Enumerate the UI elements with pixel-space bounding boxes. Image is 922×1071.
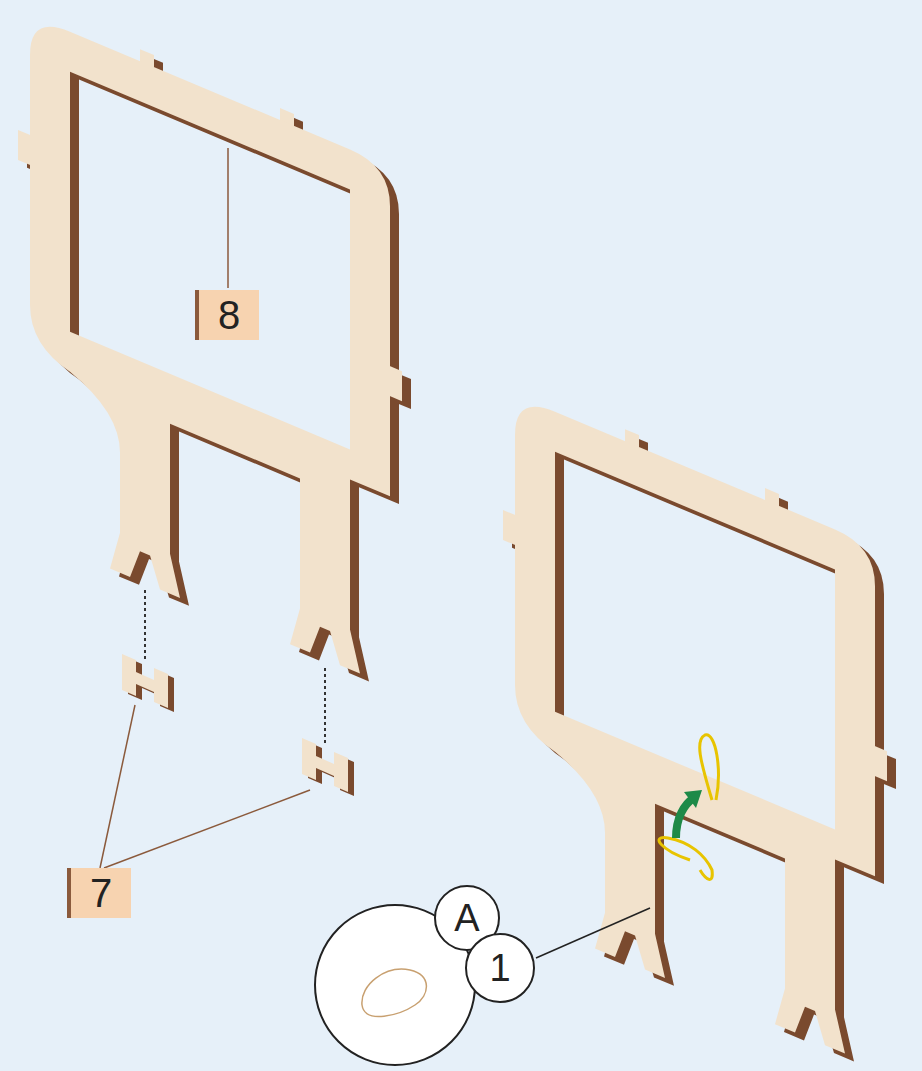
part-number: 8 [195, 290, 259, 340]
band-detail [362, 969, 427, 1016]
turn-arrow [676, 798, 694, 838]
step-number: 1 [465, 933, 535, 1003]
callout-number: 8 [218, 295, 240, 335]
rubber-band [659, 735, 718, 880]
frame-part [18, 0, 411, 699]
turn-arrow-head [684, 790, 702, 808]
fit-line [145, 590, 325, 745]
callout-number: 7 [90, 873, 112, 913]
callout-number: A [454, 899, 479, 937]
foot-part [122, 654, 354, 796]
callout-number: 1 [489, 949, 510, 987]
leader-line [100, 148, 310, 868]
frame-assembled [503, 378, 896, 1071]
leader-line [536, 908, 650, 958]
part-number: 7 [67, 868, 131, 918]
